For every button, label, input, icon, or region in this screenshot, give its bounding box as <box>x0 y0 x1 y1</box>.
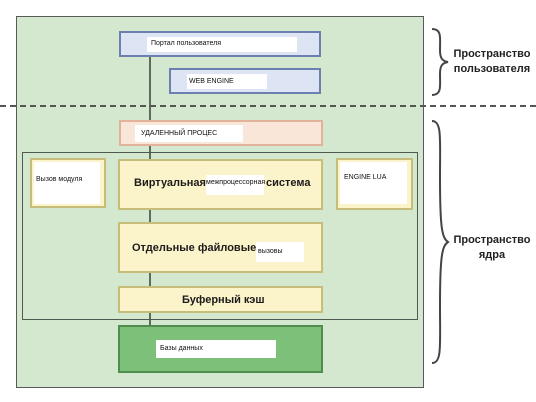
user-space-brace-icon <box>431 28 449 96</box>
databases-label: Базы данных <box>160 345 203 352</box>
kernel-space-label-line1: Пространство <box>453 234 531 246</box>
module-call-box: Вызов модуля <box>30 158 106 208</box>
user-space-label-line1: Пространство <box>453 48 531 60</box>
virtual-ipc-system-label-left: Виртуальная <box>134 177 206 189</box>
buffer-cache-label: Буферный кэш <box>182 294 265 306</box>
kernel-space-label-line2: ядра <box>478 249 506 261</box>
user-space-label: Пространство пользователя <box>448 47 536 77</box>
file-calls-label-small-bg <box>256 242 304 262</box>
databases-label-bg <box>156 340 276 358</box>
module-call-label: Вызов модуля <box>36 176 83 183</box>
file-calls-box: Отдельные файловые вызовы <box>118 222 323 273</box>
space-divider-line <box>0 105 536 107</box>
web-engine-label: WEB ENGINE <box>189 78 234 85</box>
kernel-frame <box>22 152 418 320</box>
engine-lua-box: ENGINE LUA <box>336 158 413 210</box>
virtual-ipc-system-label-middle-bg <box>206 175 264 195</box>
engine-lua-label-bg <box>340 162 407 204</box>
remote-process-label: УДАЛЕННЫЙ ПРОЦЕС <box>141 130 218 137</box>
remote-process-label-bg <box>135 125 243 142</box>
file-calls-label-main: Отдельные файловые <box>132 242 257 254</box>
virtual-ipc-system-box: Виртуальная межпроцессорная система <box>118 159 323 210</box>
module-call-label-bg <box>34 162 100 204</box>
virtual-ipc-system-label-middle: межпроцессорная <box>206 179 266 186</box>
web-engine-label-bg <box>187 74 267 89</box>
user-space-label-line2: пользователя <box>453 63 531 75</box>
engine-lua-label: ENGINE LUA <box>344 174 387 181</box>
virtual-ipc-system-label-right: система <box>266 177 311 189</box>
databases-box: Базы данных <box>118 325 323 373</box>
file-calls-label-small: вызовы <box>258 248 283 255</box>
user-portal-label: Портал пользователя <box>151 40 222 47</box>
kernel-space-label: Пространство ядра <box>450 233 534 263</box>
buffer-cache-box: Буферный кэш <box>118 286 323 313</box>
user-portal-label-bg <box>147 37 297 52</box>
kernel-space-brace-icon <box>431 120 450 364</box>
remote-process-box: УДАЛЕННЫЙ ПРОЦЕС <box>119 120 323 146</box>
user-portal-box: Портал пользователя <box>119 31 321 57</box>
web-engine-box: WEB ENGINE <box>169 68 321 94</box>
